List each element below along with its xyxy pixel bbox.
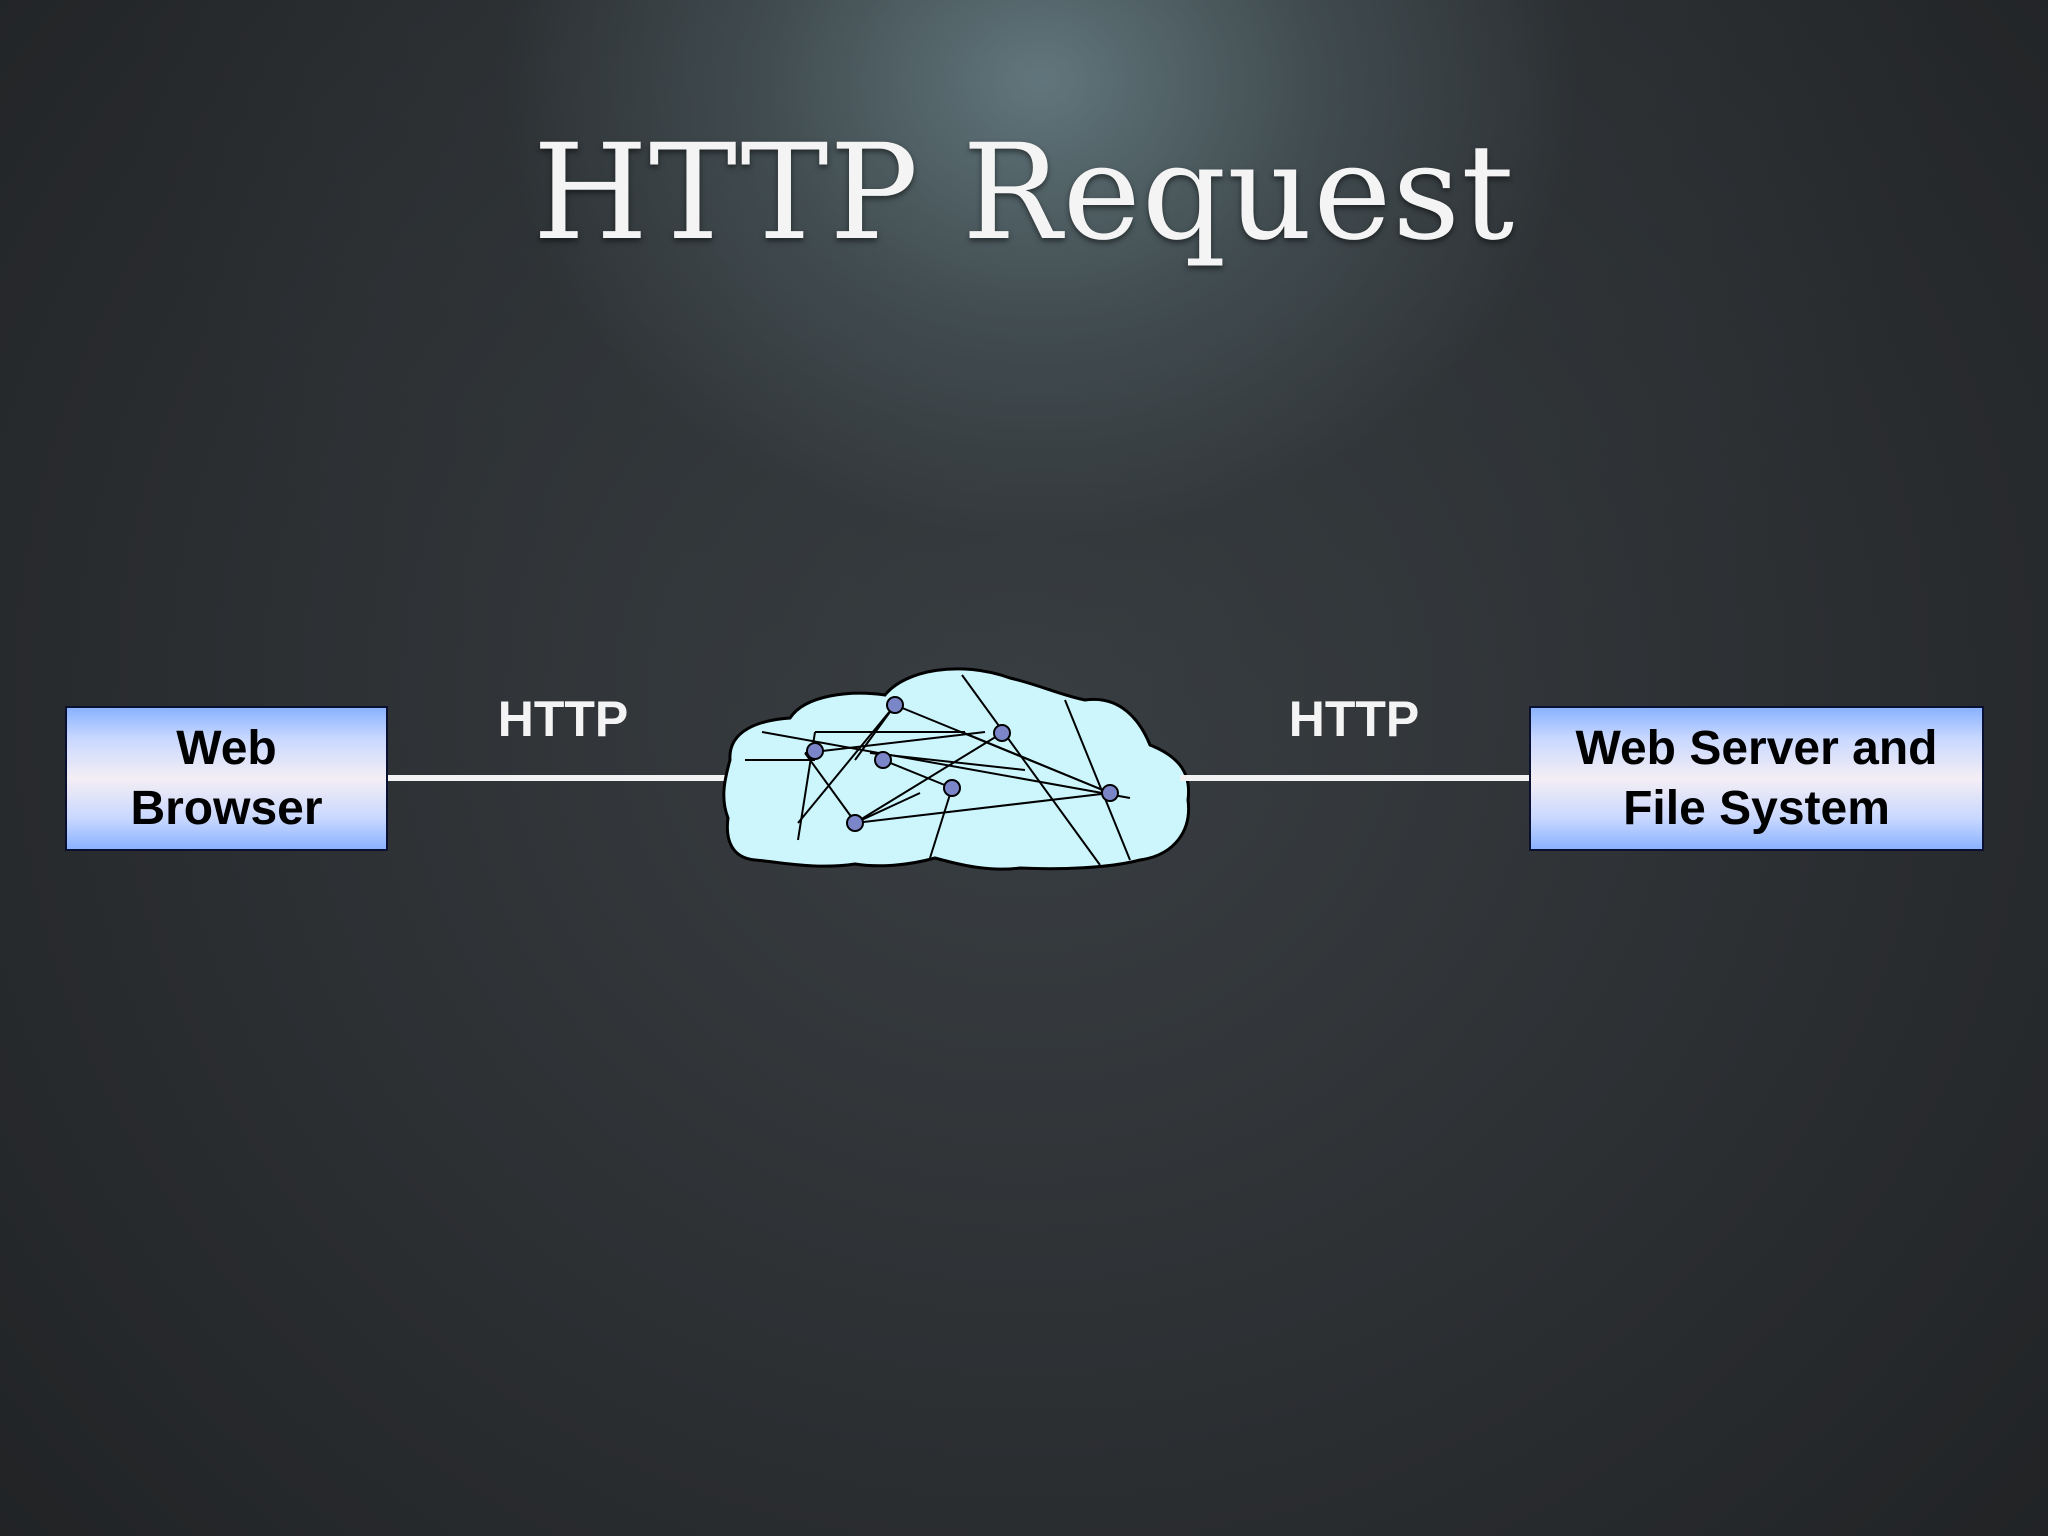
right-protocol-label: HTTP: [1288, 691, 1420, 747]
internet-cloud-icon: [722, 667, 1191, 871]
web-browser-label-line1: Web: [176, 721, 277, 775]
left-protocol-label: HTTP: [497, 691, 629, 747]
browser-to-internet-link: [388, 775, 733, 781]
internet-to-server-link: [1180, 775, 1529, 781]
cloud-outline: [722, 667, 1191, 871]
web-server-box: Web Server and File System: [1529, 706, 1984, 851]
web-browser-box: Web Browser: [65, 706, 388, 851]
web-server-label-line2: File System: [1623, 781, 1890, 835]
slide-title: HTTP Request: [532, 116, 1516, 270]
web-server-label-line1: Web Server and: [1575, 721, 1938, 775]
web-browser-label-line2: Browser: [130, 781, 323, 835]
